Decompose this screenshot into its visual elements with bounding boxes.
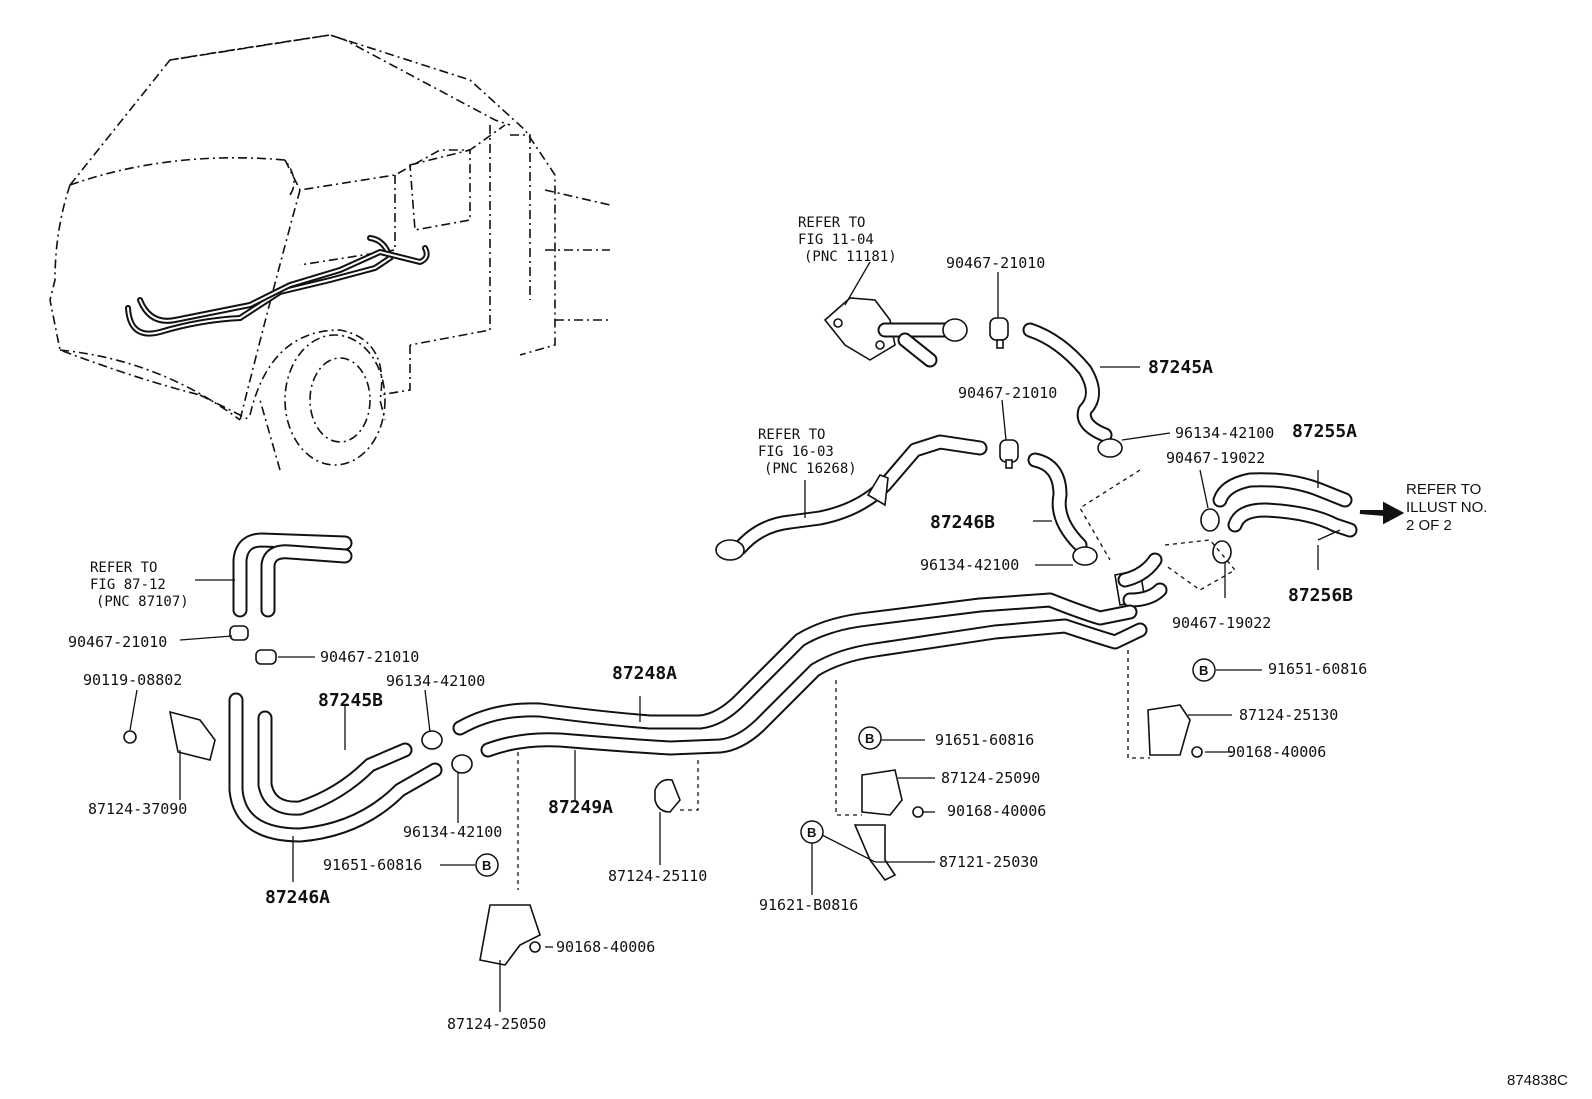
label-90467-19022: 90467-19022 [1166, 449, 1265, 467]
note-line: FIG 11-04 [798, 232, 874, 248]
hose-87255A [1212, 472, 1353, 508]
label-87249A: 87249A [548, 797, 613, 818]
note-refer-fig-16-03: REFER TO FIG 16-03 (PNC 16268) [758, 427, 857, 477]
note-line: FIG 16-03 [758, 444, 834, 460]
note-line: REFER TO [90, 560, 157, 576]
clamp-icon [989, 317, 1232, 566]
engine-heater-pipe-upper [823, 297, 968, 368]
label-87246A: 87246A [265, 887, 330, 908]
figure-id: 874838C [1507, 1072, 1568, 1089]
engine-heater-pipe-lower [715, 434, 988, 561]
label-87124-25050: 87124-25050 [447, 1015, 546, 1033]
note-refer-fig-87-12: REFER TO FIG 87-12 (PNC 87107) [90, 560, 189, 610]
heater-pipes-left [232, 532, 353, 618]
label-87248A: 87248A [612, 663, 677, 684]
b-marker-label: B [865, 731, 874, 746]
hose-87245A [1022, 322, 1113, 443]
note-line: (PNC 87107) [96, 594, 189, 610]
b-marker: B [475, 853, 499, 877]
water-valve-junction [1114, 552, 1168, 608]
label-91651-60816: 91651-60816 [323, 856, 422, 874]
note-refer-fig-11-04: REFER TO FIG 11-04 (PNC 11181) [798, 215, 897, 265]
note-line: (PNC 16268) [764, 461, 857, 477]
label-90119-08802: 90119-08802 [83, 671, 182, 689]
hose-87256B [1227, 502, 1358, 538]
leader-lines [129, 261, 1341, 1012]
note-line: ILLUST NO. [1406, 499, 1487, 516]
pipe-87249A [480, 618, 1148, 758]
bracket-87124-25130 [1147, 704, 1203, 758]
clamp-icon [229, 625, 473, 774]
label-87245B: 87245B [318, 690, 383, 711]
clamp-87124-25110 [654, 778, 681, 813]
label-90467-21010: 90467-21010 [320, 648, 419, 666]
label-90467-21010: 90467-21010 [946, 254, 1045, 272]
label-96134-42100: 96134-42100 [920, 556, 1019, 574]
label-90467-21010: 90467-21010 [68, 633, 167, 651]
label-87124-37090: 87124-37090 [88, 800, 187, 818]
note-line: FIG 87-12 [90, 577, 166, 593]
b-marker-label: B [482, 858, 491, 873]
hose-87245B [257, 710, 413, 816]
b-marker-label: B [1199, 663, 1208, 678]
bracket-87124-25050 [479, 904, 541, 966]
label-91651-60816: 91651-60816 [935, 731, 1034, 749]
label-87121-25030: 87121-25030 [939, 853, 1038, 871]
note-refer-illust-2-of-2: REFER TO ILLUST NO. 2 OF 2 [1406, 481, 1487, 534]
note-line: (PNC 11181) [804, 249, 897, 265]
hose-87246A [228, 692, 443, 843]
bracket-87124-37090 [123, 710, 216, 761]
b-marker: B [1192, 658, 1216, 682]
label-87245A: 87245A [1148, 357, 1213, 378]
label-91651-60816: 91651-60816 [1268, 660, 1367, 678]
note-line: REFER TO [798, 215, 865, 231]
label-90467-19022: 90467-19022 [1172, 614, 1271, 632]
label-96134-42100: 96134-42100 [403, 823, 502, 841]
label-90168-40006: 90168-40006 [947, 802, 1046, 820]
label-87255A: 87255A [1292, 421, 1357, 442]
pipe-87248A [452, 592, 1138, 736]
note-line: REFER TO [1406, 481, 1481, 498]
label-90168-40006: 90168-40006 [1227, 743, 1326, 761]
bracket-87124-25090 [853, 769, 924, 882]
arrow-right-icon [1359, 501, 1405, 525]
b-marker: B [858, 726, 882, 750]
label-96134-42100: 96134-42100 [1175, 424, 1274, 442]
label-96134-42100: 96134-42100 [386, 672, 485, 690]
truck-illustration [49, 34, 611, 471]
label-87256B: 87256B [1288, 585, 1353, 606]
label-90168-40006: 90168-40006 [556, 938, 655, 956]
note-line: 2 OF 2 [1406, 517, 1452, 534]
label-90467-21010: 90467-21010 [958, 384, 1057, 402]
hose-87246B [1027, 452, 1088, 553]
b-marker-label: B [807, 825, 816, 840]
note-line: REFER TO [758, 427, 825, 443]
b-marker: B [800, 820, 824, 844]
label-91621-B0816: 91621-B0816 [759, 896, 858, 914]
label-87246B: 87246B [930, 512, 995, 533]
label-87124-25090: 87124-25090 [941, 769, 1040, 787]
label-87124-25110: 87124-25110 [608, 867, 707, 885]
label-87124-25130: 87124-25130 [1239, 706, 1338, 724]
